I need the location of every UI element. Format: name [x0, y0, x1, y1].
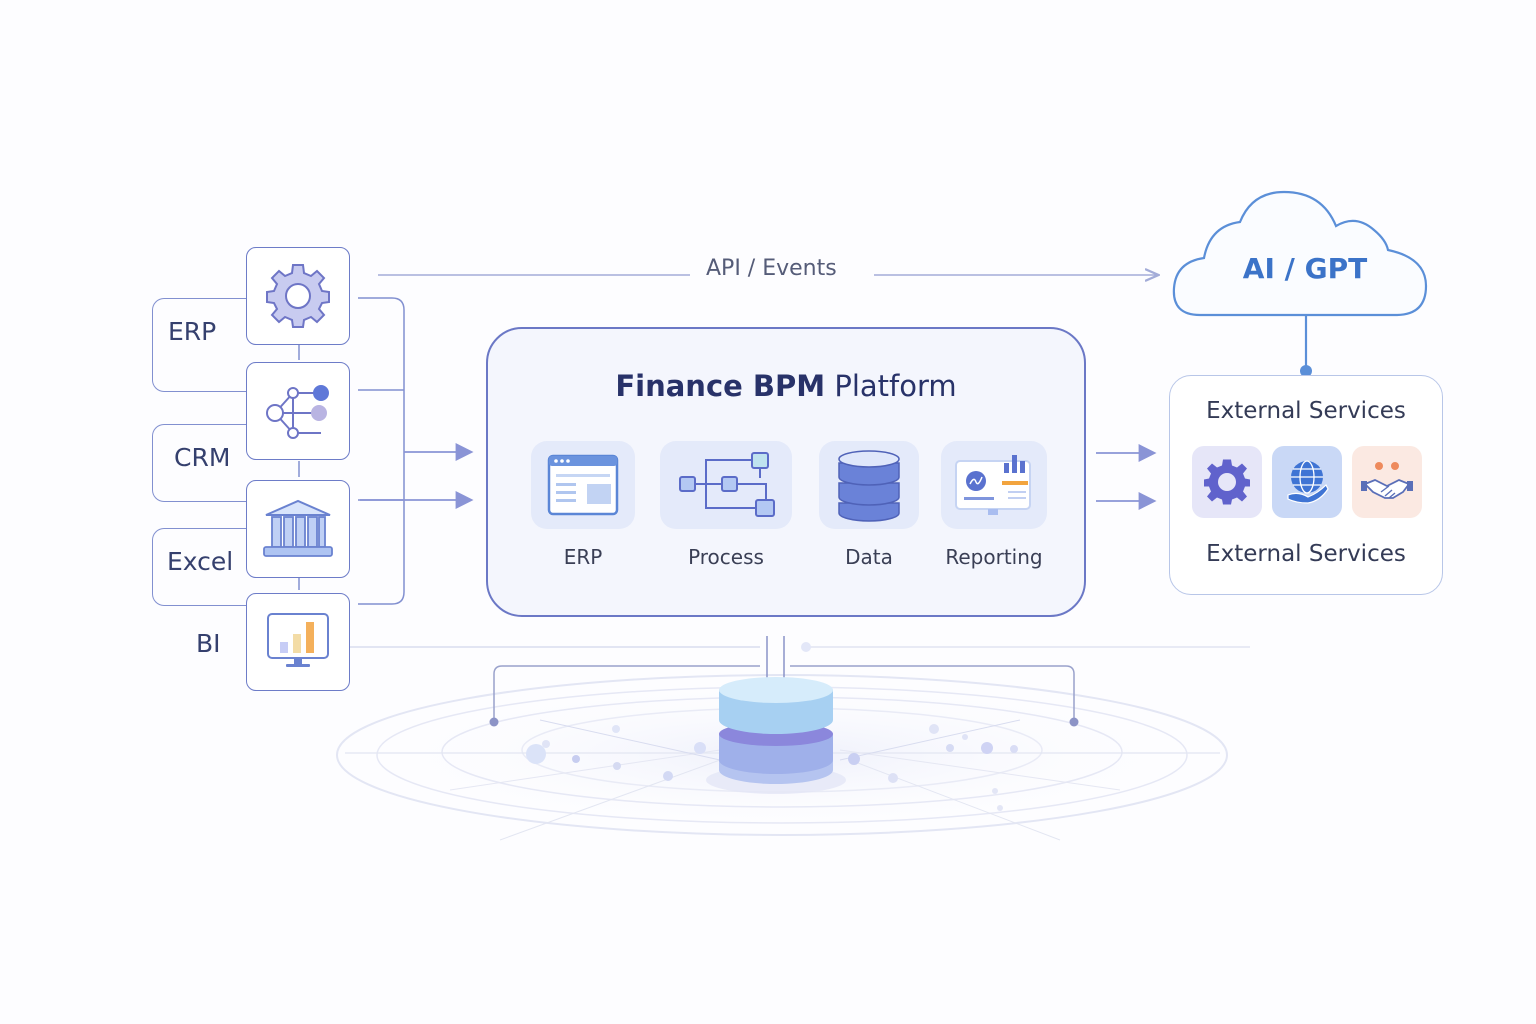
source-frame-crm: [152, 424, 273, 502]
bank-building-icon: [263, 499, 333, 557]
source-frame-erp: [152, 298, 273, 392]
external-tile-gear[interactable]: [1192, 446, 1262, 518]
handshake-icon: [1361, 462, 1413, 499]
module-process[interactable]: Process: [658, 441, 794, 569]
source-box-erp[interactable]: [246, 247, 350, 345]
external-services-title: External Services: [1206, 398, 1406, 424]
module-erp[interactable]: ERP: [528, 441, 638, 569]
module-data[interactable]: Data: [814, 441, 924, 569]
ai-gpt-label: AI / GPT: [1242, 252, 1368, 285]
external-tile-handshake[interactable]: [1352, 446, 1422, 518]
source-frame-excel: [152, 528, 273, 606]
source-label-bi: BI: [196, 629, 221, 658]
source-box-excel[interactable]: [246, 480, 350, 578]
source-label-erp: ERP: [168, 317, 217, 346]
source-box-bi[interactable]: [246, 593, 350, 691]
platform-title: Finance BPM Platform: [488, 369, 1084, 403]
bar-chart-monitor-icon: [267, 613, 329, 667]
module-reporting[interactable]: Reporting: [936, 441, 1052, 569]
module-label-data: Data: [845, 545, 893, 569]
source-box-crm[interactable]: [246, 362, 350, 460]
network-nodes-icon: [266, 385, 329, 439]
workflow-icon: [679, 452, 775, 517]
browser-window-icon: [547, 454, 619, 516]
gear-icon: [1204, 459, 1250, 505]
platform-title-rest: Platform: [825, 369, 957, 403]
module-label-erp: ERP: [563, 545, 603, 569]
external-services-panel: External Services External Services: [1169, 375, 1443, 595]
platform-title-bold: Finance BPM: [615, 369, 826, 403]
gear-icon: [266, 264, 330, 328]
module-label-process: Process: [688, 545, 764, 569]
globe-hand-icon: [1287, 460, 1329, 504]
source-label-excel: Excel: [167, 547, 234, 576]
cloud-shape: [1172, 190, 1428, 317]
finance-bpm-platform: Finance BPM Platform ERP: [486, 327, 1086, 617]
module-label-reporting: Reporting: [945, 545, 1043, 569]
external-tile-globe[interactable]: [1272, 446, 1342, 518]
api-events-label: API / Events: [700, 256, 843, 281]
central-database-icon: [706, 677, 846, 794]
external-services-footer: External Services: [1206, 541, 1406, 567]
database-icon: [838, 450, 900, 522]
dashboard-monitor-icon: [955, 455, 1031, 515]
source-label-crm: CRM: [174, 443, 231, 472]
